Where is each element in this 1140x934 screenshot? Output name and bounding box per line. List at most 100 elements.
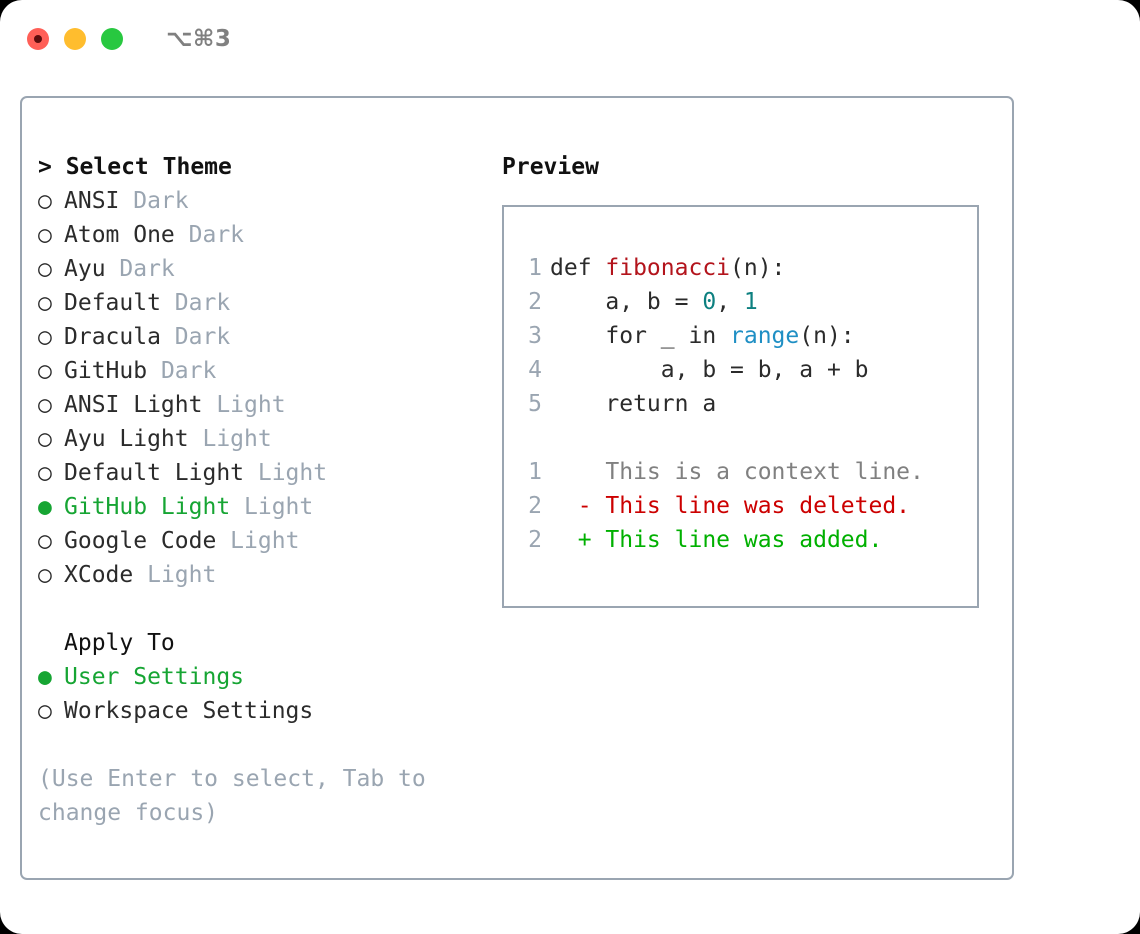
theme-list[interactable]: ○ANSI Dark○Atom One Dark○Ayu Dark○Defaul…: [38, 184, 488, 592]
apply-to-section: Apply To ●User Settings ○ Workspace Settin…: [38, 626, 488, 728]
line-number: 2: [528, 493, 542, 519]
theme-option-label: XCode: [64, 562, 134, 588]
diff-line: 2 + This line was added.: [504, 523, 977, 557]
theme-option[interactable]: ○ Default Light Light: [38, 456, 488, 490]
code-token: range: [730, 323, 800, 349]
theme-option-label: ANSI: [64, 188, 120, 214]
diff-text: This is a context line.: [591, 459, 924, 485]
apply-to-list[interactable]: ●User Settings ○ Workspace Settings: [38, 660, 488, 728]
code-token: (n):: [799, 323, 855, 349]
code-line: 5 return a: [504, 387, 977, 421]
radio-unselected-icon: ○: [38, 256, 52, 282]
radio-unselected-icon: ○: [38, 698, 52, 724]
theme-option[interactable]: ○ Dracula Dark: [38, 320, 488, 354]
code-token: 0: [702, 289, 717, 315]
theme-option-variant: Dark: [160, 324, 231, 350]
diff-marker: +: [550, 527, 592, 553]
theme-option-variant: Light: [230, 494, 314, 520]
line-number: 3: [528, 323, 542, 349]
radio-unselected-icon: ○: [38, 460, 52, 486]
theme-option-label: Ayu Light: [64, 426, 189, 452]
line-number: 2: [528, 527, 542, 553]
theme-option[interactable]: ○Default Dark: [38, 286, 488, 320]
theme-option-label: Dracula: [64, 324, 161, 350]
apply-to-option-label: Workspace Settings: [64, 698, 314, 724]
keyboard-hint: (Use Enter to select, Tab to change focu…: [38, 766, 426, 826]
code-token: a, b = b, a + b: [550, 357, 869, 383]
radio-unselected-icon: ○: [38, 324, 52, 350]
theme-option-label: Default Light: [64, 460, 245, 486]
radio-unselected-icon: ○: [38, 392, 52, 418]
theme-option-variant: Dark: [160, 290, 231, 316]
code-line: 3 for _ in range(n):: [504, 319, 977, 353]
theme-option-label: Default: [64, 290, 161, 316]
code-token: 1: [743, 289, 758, 315]
radio-unselected-icon: ○: [38, 188, 52, 214]
diff-line: 1 This is a context line.: [504, 455, 977, 489]
line-number: 1: [528, 459, 542, 485]
line-number: 2: [528, 289, 542, 315]
theme-picker-column: > Select Theme ○ANSI Dark○Atom One Dark○…: [38, 150, 488, 830]
theme-option[interactable]: ○ Google Code Light: [38, 524, 488, 558]
apply-to-option[interactable]: ●User Settings: [38, 660, 488, 694]
radio-selected-icon: ●: [38, 664, 52, 690]
line-number: 1: [528, 255, 542, 281]
theme-option[interactable]: ○ XCode Light: [38, 558, 488, 592]
apply-to-option[interactable]: ○ Workspace Settings: [38, 694, 488, 728]
theme-option[interactable]: ○ Ayu Light Light: [38, 422, 488, 456]
theme-option-variant: Light: [216, 528, 300, 554]
radio-unselected-icon: ○: [38, 528, 52, 554]
theme-option-label: GitHub Light: [64, 494, 231, 520]
theme-option-variant: Light: [202, 392, 286, 418]
theme-option-label: ANSI Light: [64, 392, 203, 418]
code-line: 4 a, b = b, a + b: [504, 353, 977, 387]
code-token: ,: [716, 289, 744, 315]
theme-option[interactable]: ○Atom One Dark: [38, 218, 488, 252]
theme-option[interactable]: ● GitHub Light Light: [38, 490, 488, 524]
window-controls: [27, 28, 123, 50]
maximize-button[interactable]: [101, 28, 123, 50]
theme-option-variant: Dark: [119, 188, 189, 214]
code-token: for _ in: [550, 323, 731, 349]
theme-option-label: Ayu: [64, 256, 106, 282]
theme-option[interactable]: ○Ayu Dark: [38, 252, 488, 286]
page-title: > Select Theme: [38, 154, 232, 180]
close-button[interactable]: [27, 28, 49, 50]
main-panel: > Select Theme ○ANSI Dark○Atom One Dark○…: [20, 96, 1014, 880]
diff-marker: [550, 459, 592, 485]
minimize-button[interactable]: [64, 28, 86, 50]
title-bar: ⌥⌘3: [0, 0, 1140, 78]
theme-option-variant: Light: [244, 460, 328, 486]
radio-unselected-icon: ○: [38, 222, 52, 248]
theme-option-label: Google Code: [64, 528, 217, 554]
preview-title: Preview: [502, 154, 599, 180]
code-token: fibonacci: [605, 255, 731, 281]
line-number: 5: [528, 391, 542, 417]
radio-selected-icon: ●: [38, 494, 52, 520]
diff-marker: -: [550, 493, 592, 519]
theme-option-variant: Dark: [174, 222, 245, 248]
spacer: [504, 421, 977, 455]
keyboard-shortcut-label: ⌥⌘3: [166, 26, 232, 52]
theme-option-variant: Light: [133, 562, 217, 588]
diff-line: 2 - This line was deleted.: [504, 489, 977, 523]
theme-option-variant: Light: [188, 426, 272, 452]
diff-sample: 1 This is a context line.2 - This line w…: [504, 455, 977, 557]
theme-option[interactable]: ○ ANSI Light Light: [38, 388, 488, 422]
radio-unselected-icon: ○: [38, 562, 52, 588]
apply-to-title: Apply To: [64, 630, 175, 656]
radio-unselected-icon: ○: [38, 426, 52, 452]
theme-option[interactable]: ○ ANSI Dark: [38, 184, 488, 218]
theme-option[interactable]: ○GitHub Dark: [38, 354, 488, 388]
code-token: (n):: [730, 255, 786, 281]
diff-text: This line was deleted.: [591, 493, 911, 519]
code-token: a, b =: [550, 289, 703, 315]
code-line: 2 a, b = 0, 1: [504, 285, 977, 319]
radio-unselected-icon: ○: [38, 358, 52, 384]
code-token: return a: [550, 391, 717, 417]
theme-option-variant: Dark: [147, 358, 217, 384]
